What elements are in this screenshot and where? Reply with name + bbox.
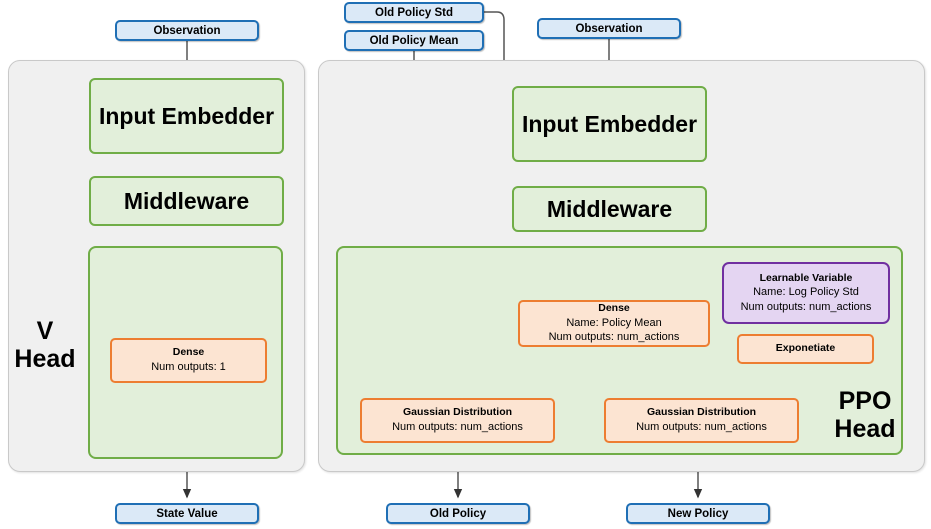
input-old-policy-mean-label: Old Policy Mean [369, 34, 459, 47]
ppo-head-middleware[interactable]: Middleware [512, 186, 707, 232]
ppo-head-dense-title: Dense [598, 302, 630, 315]
v-head-middleware[interactable]: Middleware [89, 176, 284, 226]
ppo-head-gaussian-new-title: Gaussian Distribution [646, 406, 757, 419]
input-observation-left[interactable]: Observation [115, 20, 259, 41]
input-observation-right-label: Observation [575, 22, 643, 35]
ppo-head-learnable-variable-num-outputs: Num outputs: num_actions [740, 301, 872, 314]
output-new-policy[interactable]: New Policy [626, 503, 770, 524]
output-old-policy-label: Old Policy [429, 507, 487, 520]
v-head-dense-title: Dense [172, 346, 205, 359]
ppo-head-input-embedder[interactable]: Input Embedder [512, 86, 707, 162]
ppo-head-learnable-variable-title: Learnable Variable [759, 272, 853, 285]
ppo-head-input-embedder-label: Input Embedder [521, 110, 698, 137]
ppo-head-dense-num-outputs: Num outputs: num_actions [548, 331, 680, 344]
ppo-head-exponentiate[interactable]: Exponetiate [737, 334, 874, 364]
v-head-dense[interactable]: Dense Num outputs: 1 [110, 338, 267, 383]
input-old-policy-std-label: Old Policy Std [375, 6, 453, 19]
ppo-head-gaussian-old-num-outputs: Num outputs: num_actions [392, 421, 523, 434]
ppo-head-gaussian-distribution-old[interactable]: Gaussian Distribution Num outputs: num_a… [360, 398, 555, 443]
v-head-label: V Head [14, 317, 76, 373]
ppo-head-dense-policy-mean[interactable]: Dense Name: Policy Mean Num outputs: num… [518, 300, 710, 347]
input-old-policy-mean[interactable]: Old Policy Mean [344, 30, 484, 51]
output-state-value[interactable]: State Value [115, 503, 259, 524]
v-head-input-embedder[interactable]: Input Embedder [89, 78, 284, 154]
ppo-head-learnable-variable[interactable]: Learnable Variable Name: Log Policy Std … [722, 262, 890, 324]
v-head-input-embedder-label: Input Embedder [98, 102, 275, 129]
ppo-head-gaussian-distribution-new[interactable]: Gaussian Distribution Num outputs: num_a… [604, 398, 799, 443]
output-state-value-label: State Value [156, 507, 218, 520]
output-new-policy-label: New Policy [667, 507, 729, 520]
ppo-head-learnable-variable-name: Name: Log Policy Std [753, 286, 859, 299]
ppo-head-gaussian-new-num-outputs: Num outputs: num_actions [636, 421, 767, 434]
v-head-dense-num-outputs: Num outputs: 1 [151, 361, 226, 374]
ppo-head-gaussian-old-title: Gaussian Distribution [402, 406, 513, 419]
output-old-policy[interactable]: Old Policy [386, 503, 530, 524]
input-observation-right[interactable]: Observation [537, 18, 681, 39]
ppo-head-label: PPO Head [834, 387, 896, 443]
ppo-head-dense-name: Name: Policy Mean [566, 316, 662, 329]
ppo-head-middleware-label: Middleware [546, 195, 673, 222]
v-head-middleware-label: Middleware [123, 187, 250, 214]
input-observation-left-label: Observation [153, 24, 221, 37]
ppo-head-exponentiate-label: Exponetiate [775, 342, 836, 355]
input-old-policy-std[interactable]: Old Policy Std [344, 2, 484, 23]
